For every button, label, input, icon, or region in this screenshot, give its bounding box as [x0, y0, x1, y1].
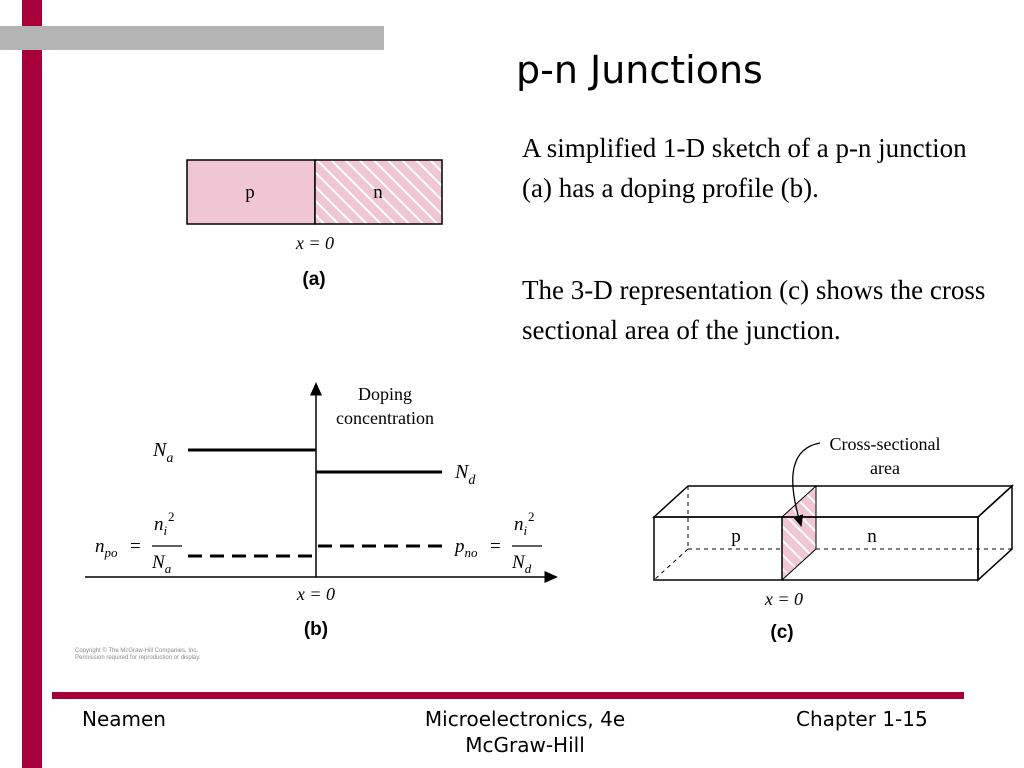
pno-equals: =: [490, 536, 501, 557]
copyright-notice: Copyright © The McGraw-Hill Companies, I…: [75, 648, 201, 662]
npo-numerator: ni: [154, 514, 168, 538]
cross-section-arrow: [792, 442, 821, 527]
fig-c-n-label: n: [867, 526, 877, 547]
left-accent-bar: [22, 0, 42, 768]
figure-a: p n x = 0 (a): [186, 159, 443, 290]
figure-b: Doping concentration Na Nd npo = ni 2 Na…: [85, 382, 558, 640]
footer-publisher: McGraw-Hill: [465, 733, 585, 757]
figure-c: p n Cross-sectional area x = 0 (c): [652, 434, 1014, 643]
fig-a-caption: (a): [302, 269, 325, 290]
axis-label-concentration: concentration: [336, 408, 434, 428]
pno-label: pno: [453, 536, 478, 560]
fig-a-x0-label: x = 0: [295, 233, 334, 253]
pno-numerator-sup: 2: [528, 509, 535, 524]
npo-equals: =: [130, 536, 141, 557]
fig-c-p-label: p: [731, 526, 741, 547]
footer-rule: [52, 692, 964, 699]
top-grey-bar: [0, 26, 384, 50]
n-region: [314, 159, 443, 225]
npo-numerator-sup: 2: [168, 509, 175, 524]
paragraph-2: The 3-D representation (c) shows the cro…: [522, 275, 986, 345]
copyright-line-1: Copyright © The McGraw-Hill Companies, I…: [75, 648, 199, 654]
footer-book-title: Microelectronics, 4e: [424, 707, 626, 731]
pno-denominator: Nd: [511, 552, 532, 576]
footer-chapter: Chapter 1-15: [796, 707, 928, 731]
fig-c-caption: (c): [770, 622, 793, 643]
paragraph-1: A simplified 1-D sketch of a p-n junctio…: [522, 133, 967, 203]
copyright-line-2: Permission required for reproduction or …: [75, 655, 201, 661]
fig-a-n-label: n: [373, 182, 383, 203]
fig-a-p-label: p: [245, 182, 255, 203]
npo-denominator: Na: [151, 552, 172, 576]
fig-b-caption: (b): [304, 619, 328, 640]
npo-label: npo: [95, 536, 118, 560]
pno-numerator: ni: [514, 514, 528, 538]
fig-c-x0-label: x = 0: [764, 589, 803, 609]
cross-section-label-2: area: [870, 458, 900, 478]
nd-label: Nd: [454, 461, 476, 488]
cross-section-label: Cross-sectional: [830, 434, 941, 454]
footer-author: Neamen: [82, 707, 166, 731]
footer-book: Microelectronics, 4e McGraw-Hill: [395, 706, 655, 758]
na-label: Na: [152, 439, 173, 466]
fig-b-x0-label: x = 0: [296, 584, 335, 604]
axis-label-doping: Doping: [358, 384, 412, 404]
cross-section-plane: [781, 484, 817, 582]
slide-title: p-n Junctions: [516, 48, 763, 92]
